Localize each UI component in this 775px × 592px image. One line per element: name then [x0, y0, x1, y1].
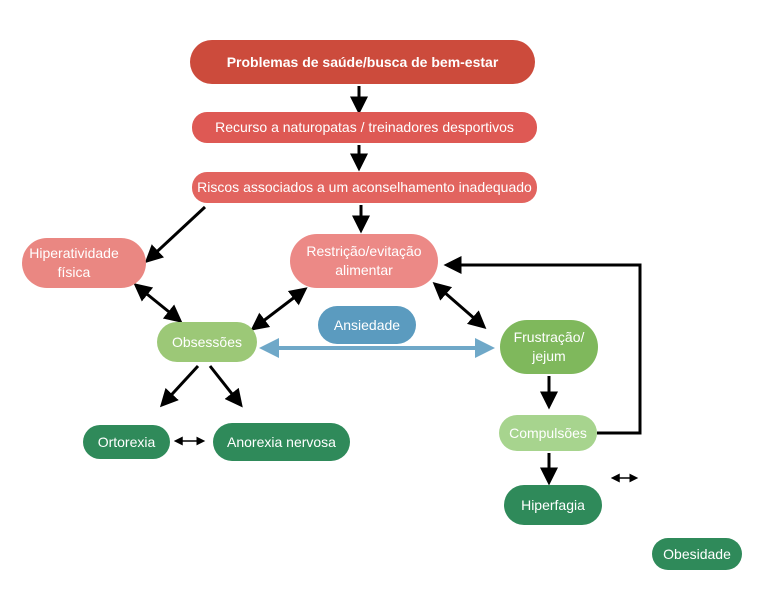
arrow-riscos-to-hiperatividade: [144, 205, 207, 264]
arrow-obsessoes-to-anorexia: [208, 365, 243, 408]
arrow-restricao-frustracao: [432, 282, 487, 329]
node-riscos-aconselhamento: Riscos associados a um aconselhamento in…: [192, 172, 537, 203]
node-problemas-label: Problemas de saúde/busca de bem-estar: [226, 53, 499, 70]
arrow-compulsoes-loop-to-restricao: [443, 256, 642, 435]
node-restricao-label-line1: Restrição/evitação: [306, 243, 422, 260]
node-ansiedade-label: Ansiedade: [333, 316, 401, 333]
node-obesidade: Obesidade: [652, 538, 742, 570]
node-restricao-label-line2: alimentar: [335, 262, 393, 278]
node-frustracao-label-line2: jejum: [532, 348, 566, 364]
node-ansiedade: Ansiedade: [318, 306, 416, 344]
node-hiperatividade-label-line2: física: [57, 264, 91, 280]
node-obesidade-label: Obesidade: [663, 545, 731, 562]
node-anorexia-nervosa: Anorexia nervosa: [213, 423, 350, 461]
node-frustracao-label-line1: Frustração/: [513, 329, 585, 346]
node-hiperatividade-fisica: Hiperatividade física: [22, 238, 146, 288]
arrow-restricao-obsessoes: [250, 287, 308, 331]
node-restricao-alimentar: Restrição/evitação alimentar: [290, 234, 438, 288]
node-recurso-naturopatas: Recurso a naturopatas / treinadores desp…: [192, 112, 537, 143]
node-riscos-label: Riscos associados a um aconselhamento in…: [197, 179, 532, 196]
node-hiperfagia: Hiperfagia: [504, 485, 602, 525]
node-anorexia-label: Anorexia nervosa: [227, 433, 336, 450]
node-frustracao-jejum: Frustração/ jejum: [500, 320, 598, 374]
arrow-obsessoes-to-ortorexia: [159, 364, 200, 408]
node-compulsoes: Compulsões: [499, 415, 597, 451]
arrow-hiperatividade-obsessoes: [133, 283, 183, 323]
node-problemas-saude: Problemas de saúde/busca de bem-estar: [190, 40, 535, 84]
node-ortorexia: Ortorexia: [83, 425, 170, 459]
node-obsessoes-label: Obsessões: [171, 333, 243, 350]
node-obsessoes: Obsessões: [157, 322, 257, 362]
node-compulsoes-label: Compulsões: [509, 424, 587, 441]
node-recurso-label: Recurso a naturopatas / treinadores desp…: [215, 119, 514, 136]
node-ortorexia-label: Ortorexia: [97, 433, 156, 450]
node-hiperatividade-label-line1: Hiperatividade: [29, 245, 119, 262]
node-hiperfagia-label: Hiperfagia: [521, 496, 585, 513]
